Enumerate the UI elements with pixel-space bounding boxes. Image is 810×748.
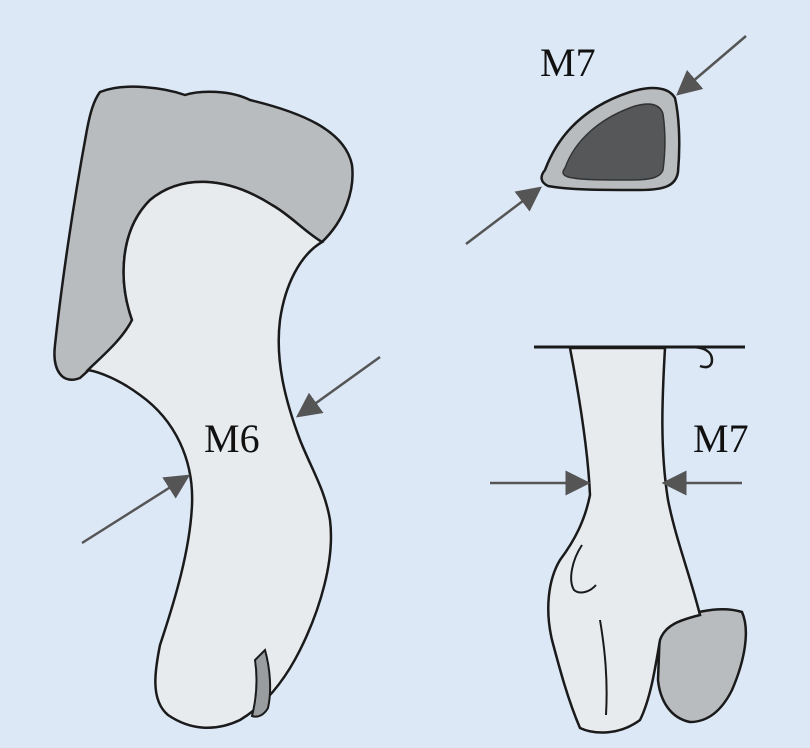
shaft-cross-section <box>542 88 680 190</box>
femur-lateral-hook <box>690 347 712 367</box>
m6-arrow-upper <box>298 357 380 416</box>
femur-lateral-view <box>534 347 746 733</box>
m6-arrow-lower <box>82 476 188 543</box>
m7-lateral-label: M7 <box>693 416 749 461</box>
m6-label: M6 <box>204 416 260 461</box>
m7-section-label: M7 <box>540 40 596 85</box>
femur-proximal-view <box>54 87 352 728</box>
m7-section-arrow-upper <box>678 36 746 94</box>
m7-section-arrow-lower <box>466 188 540 244</box>
